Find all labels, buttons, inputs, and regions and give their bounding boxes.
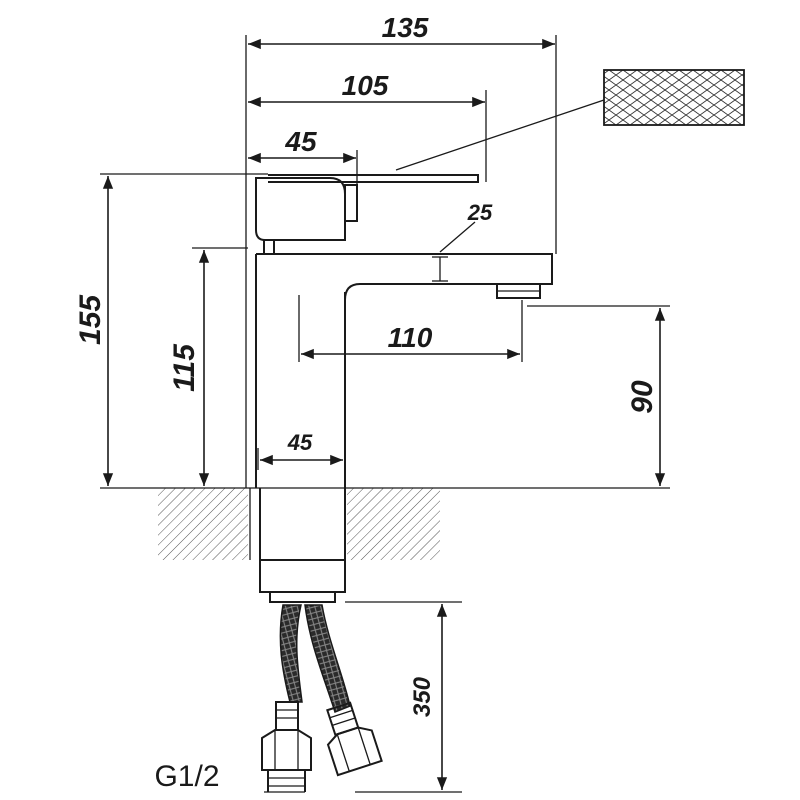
- lever-handle: [255, 174, 479, 254]
- countertop-section: [158, 488, 440, 560]
- dim-overall-length: 135: [382, 12, 429, 43]
- dim-overall-height: 155: [74, 294, 107, 345]
- dim-spout-to-handle: 105: [342, 70, 389, 101]
- dimension-lines: [102, 38, 666, 790]
- extension-lines: [100, 35, 670, 793]
- dim-body-width: 45: [287, 430, 313, 455]
- dim-spout-height: 115: [168, 343, 201, 392]
- knurl-detail: [395, 69, 745, 171]
- flexible-hoses: [261, 604, 383, 792]
- dim-outlet-height: 90: [626, 380, 659, 414]
- mounting-shank: [249, 488, 346, 603]
- thread-label: G1/2: [154, 760, 219, 793]
- dim-spout-reach: 110: [388, 322, 433, 353]
- dim-hose-length: 350: [409, 676, 436, 717]
- dim-spout-thickness: 25: [467, 200, 493, 225]
- dim-handle-length: 45: [284, 126, 317, 157]
